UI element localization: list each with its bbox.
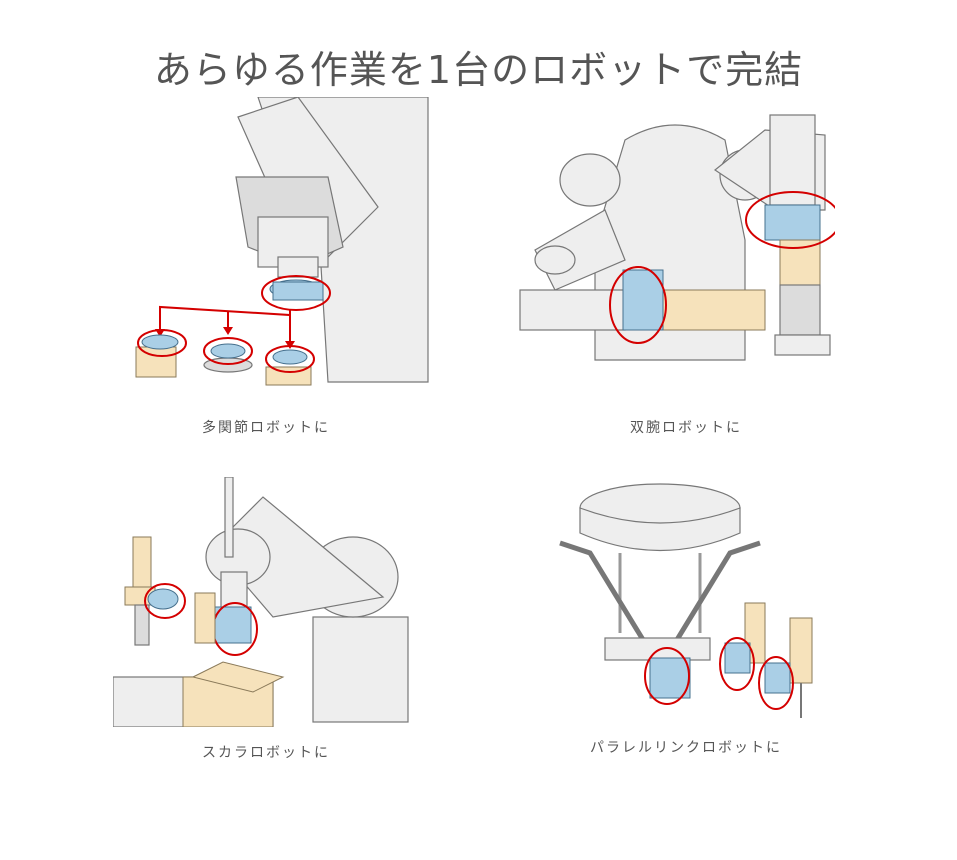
parallel-link-robot-illustration	[559, 483, 813, 718]
panel-articulated-robot	[128, 97, 438, 387]
scara-robot-illustration	[113, 477, 409, 727]
caption-articulated-robot: 多関節ロボットに	[202, 420, 330, 436]
caption-dual-arm-robot: 双腕ロボットに	[630, 420, 742, 436]
panel-dual-arm-robot	[515, 110, 835, 370]
page-title: あらゆる作業を1台のロボットで完結	[153, 48, 804, 93]
caption-scara-robot: スカラロボットに	[202, 745, 330, 761]
caption-parallel-link-robot: パラレルリンクロボットに	[590, 740, 782, 756]
highlight-ring	[609, 266, 667, 344]
articulated-robot-illustration	[135, 97, 429, 386]
highlight-ring	[261, 275, 331, 311]
panel-scara-robot	[113, 477, 413, 727]
highlight-ring	[644, 647, 690, 705]
panel-parallel-link-robot	[550, 478, 840, 733]
dual-arm-robot-illustration	[519, 114, 835, 361]
